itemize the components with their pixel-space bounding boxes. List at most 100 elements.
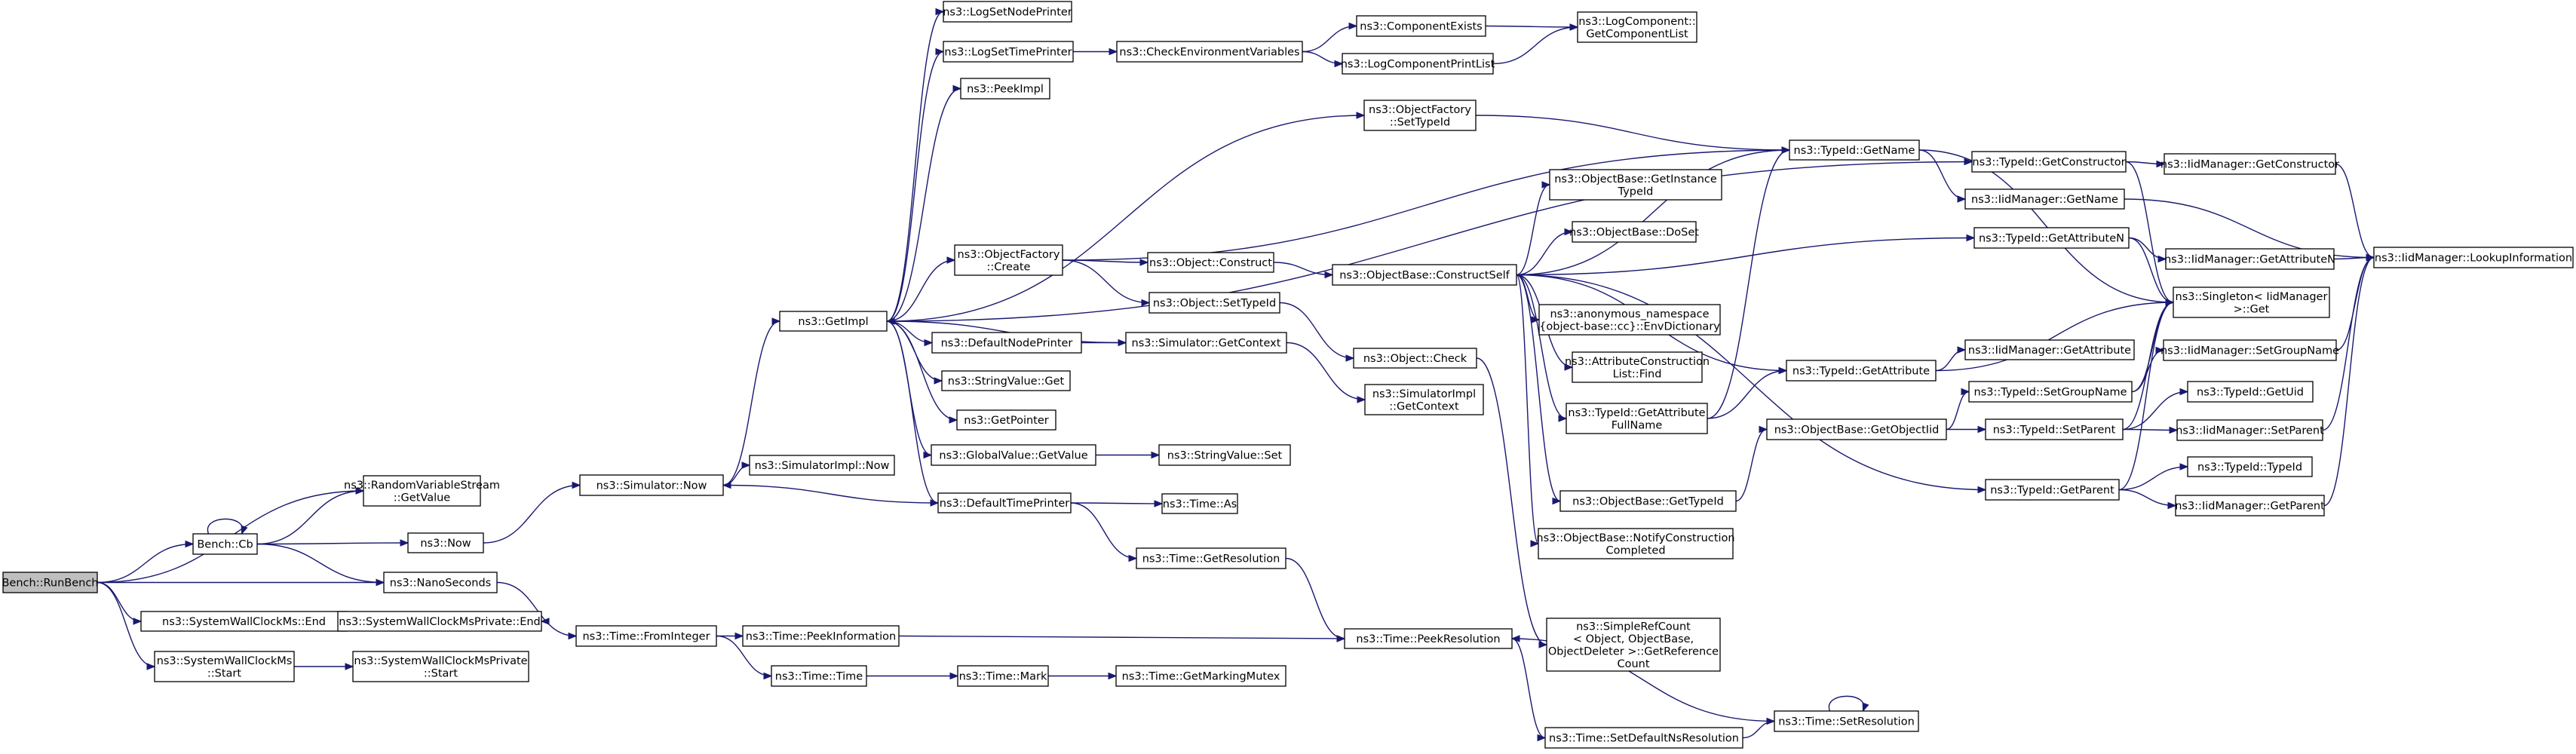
call-edge xyxy=(97,581,143,625)
function-node-time-getmarkingmutex[interactable]: ns3::Time::GetMarkingMutex xyxy=(1115,665,1286,687)
edge-line xyxy=(1516,274,1986,491)
function-node-defaulttimeprinter[interactable]: ns3::DefaultTimePrinter xyxy=(937,492,1072,513)
node-label: ns3::RandomVariableStream xyxy=(344,480,500,492)
function-node-stringvalue-get[interactable]: ns3::StringValue::Get xyxy=(941,370,1071,391)
function-node-singleton-iidmanager-get[interactable]: ns3::Singleton< IidManager>::Get xyxy=(2173,287,2330,318)
call-edge xyxy=(1286,342,1366,403)
function-node-simulatorimpl-now[interactable]: ns3::SimulatorImpl::Now xyxy=(749,455,895,476)
node-label: ns3::Object::Construct xyxy=(1149,257,1272,269)
function-node-time-getresolution[interactable]: ns3::Time::GetResolution xyxy=(1136,547,1286,569)
function-node-time-mark[interactable]: ns3::Time::Mark xyxy=(957,665,1049,687)
function-node-object-settypeid[interactable]: ns3::Object::SetTypeId xyxy=(1148,292,1280,314)
call-edge xyxy=(886,158,1973,322)
edge-line xyxy=(1516,231,1573,276)
function-node-objectfactory-create[interactable]: ns3::ObjectFactory::Create xyxy=(954,244,1063,276)
function-node-logsettimeprinter[interactable]: ns3::LogSetTimePrinter xyxy=(943,41,1074,63)
function-node-objectbase-doset[interactable]: ns3::ObjectBase::DoSet xyxy=(1569,221,1699,243)
function-node-nanoseconds[interactable]: ns3::NanoSeconds xyxy=(383,572,498,593)
function-node-logcomponentprintlist[interactable]: ns3::LogComponentPrintList xyxy=(1341,53,1495,75)
function-node-systemwallclockmsprivate-end[interactable]: ns3::SystemWallClockMsPrivate::End xyxy=(337,611,542,632)
function-node-simulator-getcontext[interactable]: ns3::Simulator::GetContext xyxy=(1125,332,1287,354)
function-node-iidmanager-getparent[interactable]: ns3::IidManager::GetParent xyxy=(2175,495,2325,516)
function-node-typeid-getuid[interactable]: ns3::TypeId::GetUid xyxy=(2187,381,2314,403)
function-node-object-check[interactable]: ns3::Object::Check xyxy=(1353,348,1477,369)
function-node-time-setdefaultnsresolution[interactable]: ns3::Time::SetDefaultNsResolution xyxy=(1544,727,1743,749)
edge-line xyxy=(2125,161,2174,303)
call-edge xyxy=(2118,299,2175,491)
call-edge xyxy=(1735,425,1768,502)
function-node-systemwallclockms-start[interactable]: ns3::SystemWallClockMs::Start xyxy=(154,651,295,682)
function-node-time-time[interactable]: ns3::Time::Time xyxy=(771,665,867,687)
call-edge xyxy=(2122,426,2179,434)
function-node-peekimpl[interactable]: ns3::PeekImpl xyxy=(960,78,1050,100)
call-edge xyxy=(496,581,578,640)
function-node-anonymous-envdictionary[interactable]: ns3::anonymous_namespace{object-base::cc… xyxy=(1538,304,1721,336)
function-node-typeid-setgroupname[interactable]: ns3::TypeId::SetGroupName xyxy=(1968,381,2133,403)
call-edge xyxy=(1511,638,1547,742)
function-node-componentexists[interactable]: ns3::ComponentExists xyxy=(1356,15,1486,37)
function-node-object-construct[interactable]: ns3::Object::Construct xyxy=(1147,252,1274,273)
function-node-objectbase-gettypeid[interactable]: ns3::ObjectBase::GetTypeId xyxy=(1559,490,1737,512)
function-node-simulatorimpl-getcontext[interactable]: ns3::SimulatorImpl::GetContext xyxy=(1364,384,1484,415)
function-node-iidmanager-getconstructor[interactable]: ns3::IidManager::GetConstructor xyxy=(2160,153,2339,175)
function-node-typeid-typeid[interactable]: ns3::TypeId::TypeId xyxy=(2187,456,2313,477)
function-node-getpointer[interactable]: ns3::GetPointer xyxy=(956,409,1056,431)
function-node-bench-cb[interactable]: Bench::Cb xyxy=(192,533,258,555)
node-label: ns3::CheckEnvironmentVariables xyxy=(1119,47,1299,59)
function-node-objectbase-getobjectiid[interactable]: ns3::ObjectBase::GetObjectIid xyxy=(1766,418,1947,440)
function-node-systemwallclockms-end[interactable]: ns3::SystemWallClockMs::End xyxy=(140,611,348,632)
function-node-defaultnodeprinter[interactable]: ns3::DefaultNodePrinter xyxy=(931,332,1082,354)
node-label: ns3::anonymous_namespace xyxy=(1550,308,1709,320)
function-node-time-peekinformation[interactable]: ns3::Time::PeekInformation xyxy=(742,625,900,647)
function-node-typeid-getname[interactable]: ns3::TypeId::GetName xyxy=(1789,139,1920,161)
arrow-head xyxy=(952,84,962,93)
node-box xyxy=(771,665,867,687)
edge-line xyxy=(1062,259,1150,304)
arrow-head xyxy=(1348,22,1358,30)
arrow-head xyxy=(185,540,195,548)
function-node-time-peekresolution[interactable]: ns3::Time::PeekResolution xyxy=(1344,628,1513,649)
function-node-iidmanager-getattributen[interactable]: ns3::IidManager::GetAttributeN xyxy=(2164,248,2335,270)
function-node-stringvalue-set[interactable]: ns3::StringValue::Set xyxy=(1158,444,1291,466)
function-node-typeid-setparent[interactable]: ns3::TypeId::SetParent xyxy=(1985,418,2124,440)
function-node-globalvalue-getvalue[interactable]: ns3::GlobalValue::GetValue xyxy=(931,444,1096,466)
function-node-simulator-now[interactable]: ns3::Simulator::Now xyxy=(579,474,724,496)
arrow-head xyxy=(1324,271,1334,279)
function-node-time-frominteger[interactable]: ns3::Time::FromInteger xyxy=(575,625,717,647)
call-edge xyxy=(207,518,248,535)
function-node-randomvariablestream-getvalue[interactable]: ns3::RandomVariableStream::GetValue xyxy=(344,475,500,507)
function-node-time-setresolution[interactable]: ns3::Time::SetResolution xyxy=(1774,710,1919,732)
edge-line xyxy=(886,320,1127,344)
function-node-iidmanager-getname[interactable]: ns3::IidManager::GetName xyxy=(1964,188,2125,210)
function-node-typeid-getparent[interactable]: ns3::TypeId::GetParent xyxy=(1985,479,2120,501)
function-node-bench-runbench[interactable]: Bench::RunBench xyxy=(2,572,99,593)
function-node-now[interactable]: ns3::Now xyxy=(407,532,484,553)
node-box xyxy=(1544,727,1743,749)
function-node-objectfactory-settypeid[interactable]: ns3::ObjectFactory::SetTypeId xyxy=(1363,100,1477,131)
call-edge xyxy=(722,461,751,486)
function-node-iidmanager-setgroupname[interactable]: ns3::IidManager::SetGroupName xyxy=(2160,339,2339,361)
function-node-iidmanager-setparent[interactable]: ns3::IidManager::SetParent xyxy=(2176,419,2324,441)
function-node-iidmanager-lookupinformation[interactable]: ns3::IidManager::LookupInformation xyxy=(2373,247,2574,268)
function-node-typeid-getattributen[interactable]: ns3::TypeId::GetAttributeN xyxy=(1973,227,2130,249)
function-node-simplerefcount-getreferencecount[interactable]: ns3::SimpleRefCount< Object, ObjectBase,… xyxy=(1546,618,1721,672)
function-node-logsetnodeprinter[interactable]: ns3::LogSetNodePrinter xyxy=(943,1,1072,23)
node-label: TypeId xyxy=(1618,185,1654,198)
function-node-objectbase-notifyconstructioncompleted[interactable]: ns3::ObjectBase::NotifyConstructionCompl… xyxy=(1536,528,1735,559)
function-node-checkenvironmentvariables[interactable]: ns3::CheckEnvironmentVariables xyxy=(1116,41,1303,63)
arrow-head xyxy=(1537,734,1547,742)
edge-line xyxy=(1935,349,1966,372)
function-node-time-as[interactable]: ns3::Time::As xyxy=(1161,493,1238,514)
node-label: ns3::TypeId::SetGroupName xyxy=(1973,387,2127,399)
function-node-typeid-getconstructor[interactable]: ns3::TypeId::GetConstructor xyxy=(1971,151,2127,173)
function-node-getimpl[interactable]: ns3::GetImpl xyxy=(779,311,888,332)
function-node-systemwallclockmsprivate-start[interactable]: ns3::SystemWallClockMsPrivate::Start xyxy=(352,651,529,682)
edge-line xyxy=(97,581,142,622)
function-node-iidmanager-getattribute[interactable]: ns3::IidManager::GetAttribute xyxy=(1964,339,2135,360)
function-node-typeid-getattribute[interactable]: ns3::TypeId::GetAttribute xyxy=(1786,360,1937,382)
function-node-objectbase-constructself[interactable]: ns3::ObjectBase::ConstructSelf xyxy=(1332,264,1517,286)
function-node-logcomponent-getcomponentlist[interactable]: ns3::LogComponent::GetComponentList xyxy=(1577,11,1697,43)
